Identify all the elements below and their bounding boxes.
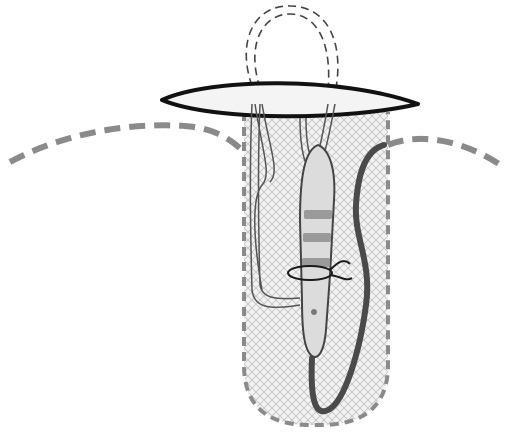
device-dot	[311, 309, 317, 315]
external-loop	[246, 6, 338, 90]
skin-surface-line	[10, 125, 244, 162]
pocket-opening-flap	[162, 83, 418, 116]
skin-surface-line-right	[388, 139, 505, 168]
device-band	[304, 210, 332, 219]
device-band	[303, 233, 331, 242]
